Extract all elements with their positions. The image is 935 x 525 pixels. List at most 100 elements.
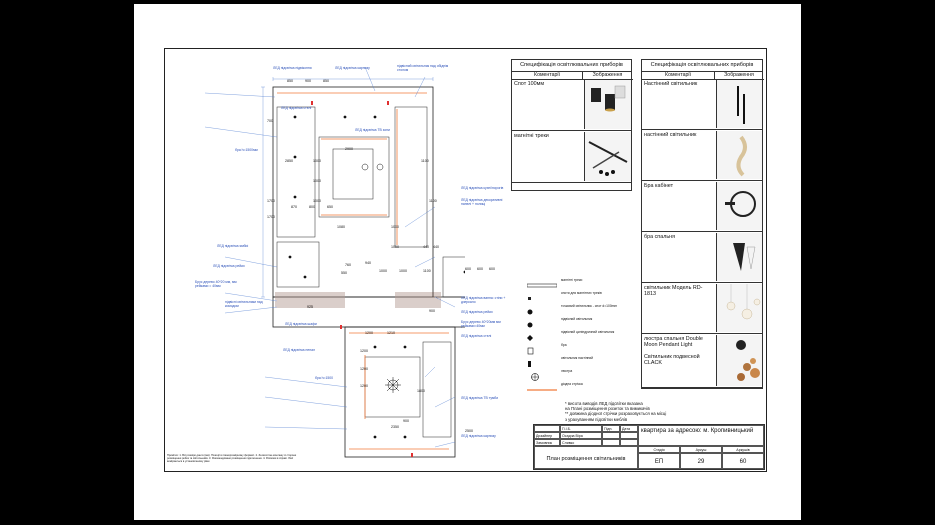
plan-dimension: 440: [423, 245, 429, 249]
plan-dimension: 1200: [365, 331, 373, 335]
plan-dimension: 940: [365, 261, 371, 265]
wall-lamp-photo: [716, 131, 762, 179]
spec-right-title: Специфікація освітлювальних приборів: [642, 60, 762, 72]
plan-dimension: 1800: [417, 389, 425, 393]
plan-label: ЛЕД підсвітка ТВ зони: [355, 128, 390, 132]
tb-designer-name: Осадча Віра: [560, 432, 602, 439]
plan-dimension: 850: [287, 79, 293, 83]
note-line-3: ** довжина діодної стрічки розраховуєтьс…: [565, 411, 667, 417]
legend-label: діодна стрічка: [561, 382, 583, 386]
plan-dimension: 650: [327, 205, 333, 209]
tb-sheet-title: План розміщення світильників: [534, 446, 638, 469]
note-line-2: на Плані розміщення розеток та вимикачів: [565, 406, 650, 412]
tb-pib: П.І.Б.: [560, 425, 602, 432]
plan-dimension: 1000: [391, 245, 399, 249]
plan-label: підвісний світильник над обіднім столом: [397, 64, 449, 72]
spec-row: Настінний світильник: [642, 79, 762, 130]
spec-row: люстра спальня Double Moon Pendant Light…: [642, 334, 762, 388]
note-line-1: * висота виводів ЛЕД підсвітки вказана: [565, 401, 643, 406]
spec-row: світильник Модель RD-1813: [642, 283, 762, 334]
spec-row: Спот 100мм: [512, 79, 631, 131]
plan-dimension: 1000: [313, 199, 321, 203]
tb-stage: ЕП: [638, 453, 680, 469]
plan-label: Брус дерево 40*20мм мм рейками=40мм: [461, 320, 501, 328]
legend-symbol-chandelier-icon: [527, 368, 557, 381]
spec-table-right: Специфікація освітлювальних приборів Ком…: [641, 59, 764, 389]
wall-lamp-photo: [716, 80, 762, 128]
legend-label: бра: [561, 343, 567, 347]
spec-item-name: Настінний світильник: [644, 81, 698, 87]
tb-sheet: 29: [680, 453, 722, 469]
spec-left-col-comment: Коментарії: [512, 71, 583, 80]
floor-plan: [204, 66, 465, 458]
legend: магнітні треки споти для магнітних треків…: [526, 277, 637, 397]
plan-dimension: 1700: [267, 215, 275, 219]
plan-label: ЛЕД підсвітка стелі: [461, 334, 492, 338]
plan-dimension: 600: [489, 267, 495, 271]
legend-symbol-dot-icon: [527, 316, 557, 328]
plan-label: ЛЕД підсвітка карнизу: [461, 434, 496, 438]
spec-item-name: настінний світильник: [644, 132, 697, 138]
plan-label: бра h=1500мм: [235, 148, 258, 152]
spec-item-name: Спот 100мм: [514, 81, 545, 87]
spec-row: настінний світильник: [642, 130, 762, 181]
sconce-photo: [716, 233, 762, 281]
spec-row: Бра кабінет: [642, 181, 762, 232]
legend-symbol-sq-icon: [527, 290, 557, 300]
legend-symbol-dot-icon: [527, 303, 557, 315]
legend-label: магнітні треки: [561, 278, 583, 282]
plan-dimension: 600: [465, 267, 471, 271]
legend-symbol-strip-icon: [527, 381, 557, 391]
tb-sheets-header: Аркушів: [722, 446, 764, 453]
plan-label: ЛЕД підсвітка кухні/порогів: [461, 186, 504, 190]
legend-symbol-diamond-icon: [527, 329, 557, 341]
pendant-photo: [716, 284, 762, 332]
tb-designer-role: Дизайнер: [534, 432, 560, 439]
plan-label: ЛЕД підсвітка пенал: [283, 348, 315, 352]
spec-row: бра спальня: [642, 232, 762, 283]
plan-label: ЛЕД підсвітка стелі: [281, 106, 312, 110]
plan-dimension: 1000: [399, 269, 407, 273]
plan-label: ЛЕД підсвітка шафи: [285, 322, 317, 326]
tb-client-role: Замовник: [534, 439, 560, 446]
plan-dimension: 1200: [360, 384, 368, 388]
plan-dimension: 1080: [337, 225, 345, 229]
spec-item-name: бра спальня: [644, 234, 676, 240]
spec-item-name: люстра спальня Double Moon Pendant Light…: [644, 336, 703, 366]
footnote: Примітки: 1. Всі розміри дані в (мм). По…: [167, 454, 297, 464]
spec-row: магнітні треки: [512, 131, 631, 183]
legend-label: споти для магнітних треків: [561, 291, 602, 295]
magnetic-track-photo: [584, 132, 631, 181]
plan-dimension: 925: [307, 305, 313, 309]
legend-label: люстра: [561, 369, 573, 373]
notes: * висота виводів ЛЕД підсвітки вказана н…: [565, 401, 666, 422]
plan-dimension: 1000: [313, 159, 321, 163]
plan-dimension: 600: [477, 267, 483, 271]
plan-dimension: 850: [323, 79, 329, 83]
plan-dimension: 900: [403, 419, 409, 423]
plan-dimension: 1000: [313, 179, 321, 183]
spec-table-left: Специфікація освітлювальних приборів Ком…: [511, 59, 633, 191]
plan-label: ЛЕД підсвітка підвіконня: [273, 66, 312, 70]
plan-label: ЛЕД підсвітка декоративні панелі + полиц…: [461, 198, 503, 206]
spec-right-col-image: Зображення: [714, 71, 764, 80]
plan-dimension: 800: [309, 205, 315, 209]
plan-dimension: 1000: [391, 225, 399, 229]
tb-sheets: 60: [722, 453, 764, 469]
spec-item-name: Бра кабінет: [644, 183, 674, 189]
plan-label: ЛЕД підсвітка ямбиі: [217, 244, 249, 248]
plan-dimension: 1100: [423, 269, 431, 273]
spec-left-col-image: Зображення: [582, 71, 633, 80]
legend-symbol-rect-icon: [527, 342, 557, 355]
plan-label: Брус дерево 40*20 мм, мм рейками = 40мм: [195, 280, 237, 288]
legend-label: світильник настінний: [561, 356, 594, 360]
plan-dimension: 2350: [391, 425, 399, 429]
plan-dimension: 1210: [387, 331, 395, 335]
plan-dimension: 2500: [465, 429, 473, 433]
legend-label: підвісний циліндричний світильник: [561, 330, 615, 334]
tb-date: Дата: [620, 425, 638, 432]
spec-item-name: магнітні треки: [514, 133, 549, 139]
plan-label: бра h=1500: [315, 376, 334, 380]
